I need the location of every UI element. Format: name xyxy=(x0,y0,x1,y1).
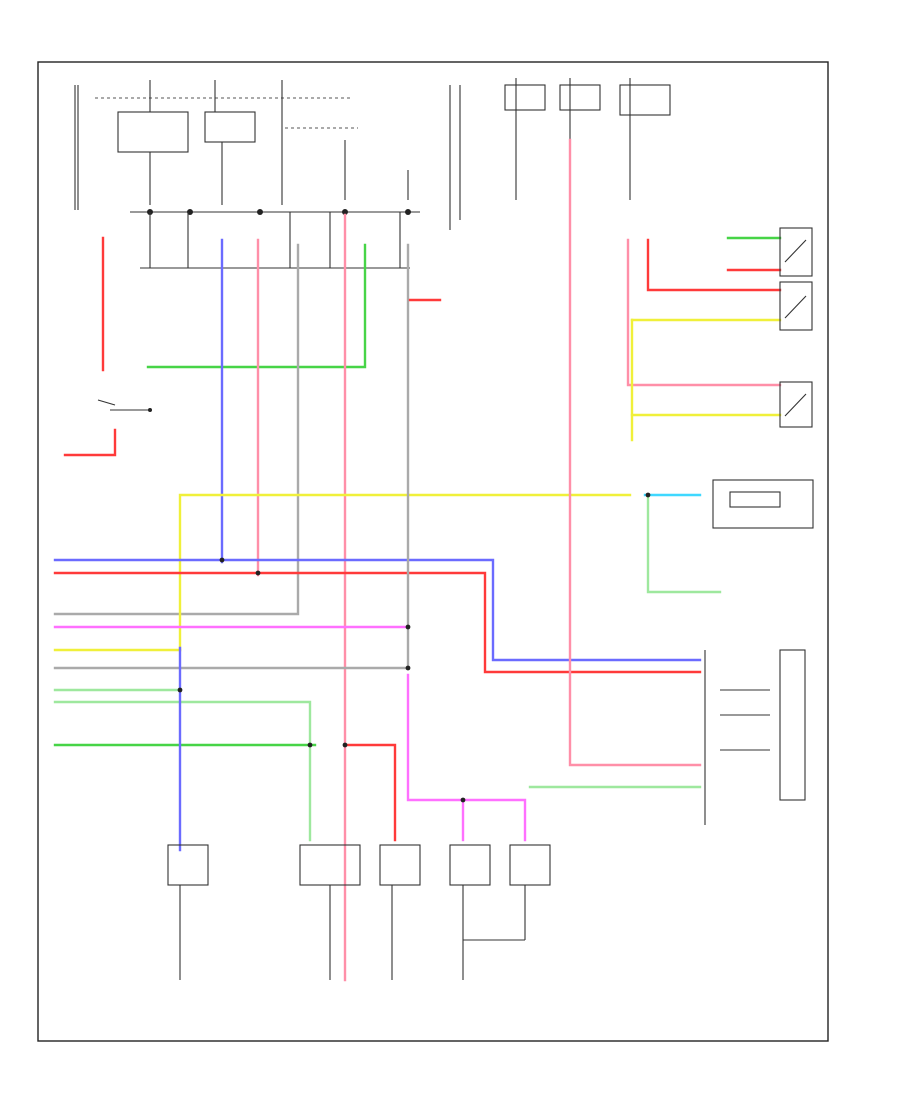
wire-red-right-switch-2 xyxy=(626,238,782,387)
combination-meter-box xyxy=(704,649,806,825)
wire-yellow-bus xyxy=(178,493,632,652)
wire-magenta-rear xyxy=(406,673,527,842)
wire-red-right-long xyxy=(568,138,702,767)
ipdm-box xyxy=(712,479,814,529)
junction-dots xyxy=(177,492,651,803)
wire-red-left-lower xyxy=(63,428,117,457)
diagram-frame xyxy=(37,61,829,1042)
wire-gray-vertical xyxy=(53,243,300,616)
wire-green-left-2 xyxy=(53,700,312,842)
wire-green-top xyxy=(146,243,367,369)
fuse-relay-block xyxy=(74,80,461,269)
lamp-boxes xyxy=(167,844,551,980)
stop-lamp-switch xyxy=(97,399,152,412)
right-switch-boxes xyxy=(779,227,813,428)
wire-red-bus xyxy=(53,571,702,674)
wire-red-right-switch xyxy=(646,238,782,292)
fuse-block-right xyxy=(504,78,671,200)
wire-blue-bus xyxy=(53,558,702,662)
wire-gray-horizontal xyxy=(53,243,410,670)
wire-red-lamp xyxy=(343,743,397,842)
wire-green-right-down xyxy=(646,493,722,594)
